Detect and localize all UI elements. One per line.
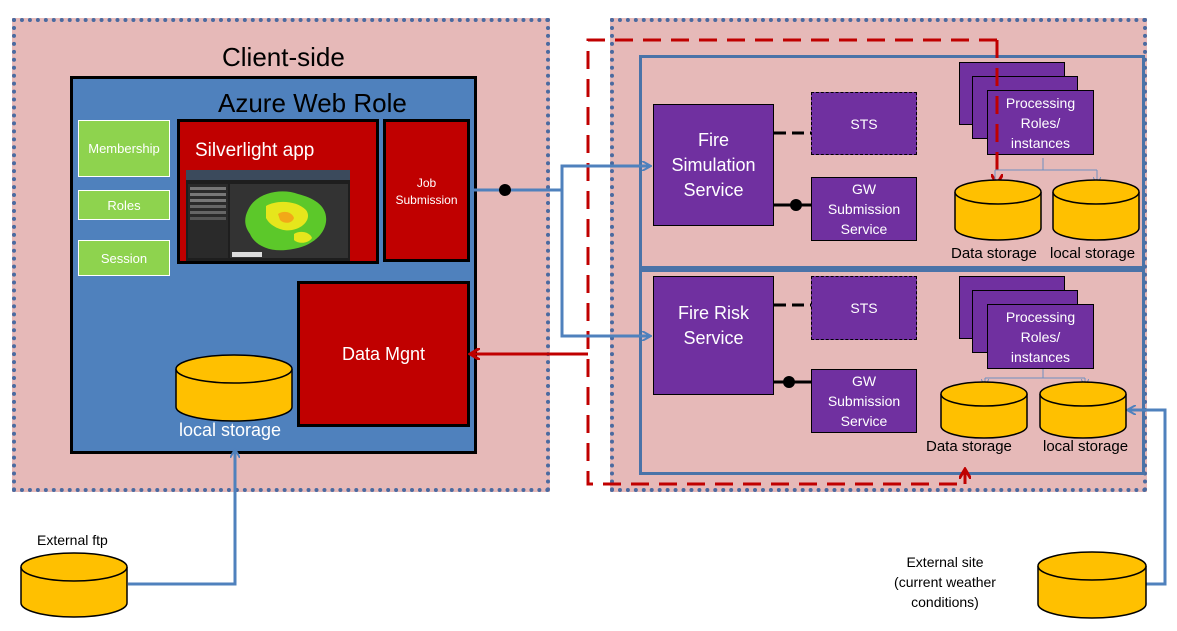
session-label: Session (100, 250, 148, 266)
gw-bottom-line1: GW (851, 373, 877, 389)
client-local-storage-cylinder (175, 354, 293, 422)
gw-top-line2: Submission (827, 201, 901, 217)
fire-sim-line1: Fire (697, 129, 729, 150)
sts-bottom-label: STS (850, 300, 878, 316)
gw-bottom-line3: Service (840, 413, 888, 429)
fire-simulation-service[interactable]: Fire Simulation Service (653, 104, 774, 226)
silverlight-screenshot (186, 170, 350, 261)
bottom-local-storage-label: local storage (1043, 438, 1129, 455)
session-module[interactable]: Session (78, 240, 170, 276)
client-side-title: Client-side (222, 42, 345, 72)
job-to-fire-risk-connector (560, 190, 650, 336)
external-site-cylinder (1037, 551, 1147, 619)
proc-top-line3: instances (1010, 134, 1071, 151)
roles-label: Roles (107, 197, 141, 213)
job-submission-label: Job Submission (383, 175, 470, 209)
bottom-local-storage-cylinder (1039, 381, 1127, 439)
job-submission[interactable] (383, 119, 470, 262)
external-site-label: External site (current weather condition… (880, 552, 1010, 612)
proc-storage-bottom (985, 369, 1085, 379)
gw-port-top (790, 199, 802, 211)
external-ftp-label: External ftp (37, 532, 108, 548)
job-submission-port (499, 184, 511, 196)
sts-top-label: STS (850, 115, 878, 132)
fire-risk-line1: Fire Risk (678, 303, 749, 323)
proc-top-line2: Roles/ (1020, 114, 1061, 131)
proc-bottom-line1: Processing (1005, 308, 1076, 325)
sts-top[interactable]: STS (811, 92, 917, 155)
gw-submission-top[interactable]: GW Submission Service (811, 177, 917, 241)
job-line2: Submission (395, 193, 458, 207)
client-local-storage-label-overlay: local storage (179, 420, 282, 440)
bottom-data-storage-label: Data storage (926, 438, 1012, 455)
sts-bottom[interactable]: STS (811, 276, 917, 340)
gw-bottom-line2: Submission (827, 393, 901, 409)
site-connector (1128, 410, 1167, 586)
site-line1: External site (906, 554, 984, 570)
red-dashed-boundary (586, 38, 997, 486)
processing-roles-top[interactable]: Processing Roles/ instances (987, 90, 1094, 155)
fire-sim-line3: Service (683, 179, 744, 200)
fire-risk-service[interactable]: Fire Risk Service (653, 276, 774, 395)
gw-top-line3: Service (840, 221, 888, 237)
site-line3: conditions) (911, 594, 979, 610)
roles-module[interactable]: Roles (78, 190, 170, 220)
bottom-data-storage-cylinder (940, 381, 1028, 439)
top-local-storage-cylinder (1052, 179, 1140, 241)
job-submission-connector (470, 166, 650, 192)
gw-submission-bottom[interactable]: GW Submission Service (811, 369, 917, 433)
top-data-storage-label: Data storage (951, 245, 1037, 262)
site-line2: (current weather (894, 574, 996, 590)
ftp-connector (128, 450, 235, 586)
proc-bottom-line3: instances (1010, 348, 1071, 365)
top-local-storage-label: local storage (1050, 245, 1136, 262)
gw-top-line1: GW (851, 181, 877, 197)
external-ftp-cylinder (20, 552, 128, 618)
processing-roles-bottom[interactable]: Processing Roles/ instances (987, 304, 1094, 369)
gw-port-bottom (783, 376, 795, 388)
data-mgnt-label: Data Mgnt (341, 343, 426, 364)
fire-sim-line2: Simulation (671, 154, 756, 175)
job-line1: Job (416, 176, 437, 190)
web-role-title: Azure Web Role (218, 88, 407, 118)
silverlight-label: Silverlight app (195, 140, 315, 161)
membership-module[interactable]: Membership (78, 120, 170, 177)
fire-risk-line2: Service (683, 328, 744, 348)
proc-top-line1: Processing (1005, 94, 1076, 111)
membership-label: Membership (88, 141, 160, 156)
proc-bottom-line2: Roles/ (1020, 328, 1061, 345)
top-data-storage-cylinder (954, 179, 1042, 241)
proc-storage-top (994, 158, 1098, 182)
